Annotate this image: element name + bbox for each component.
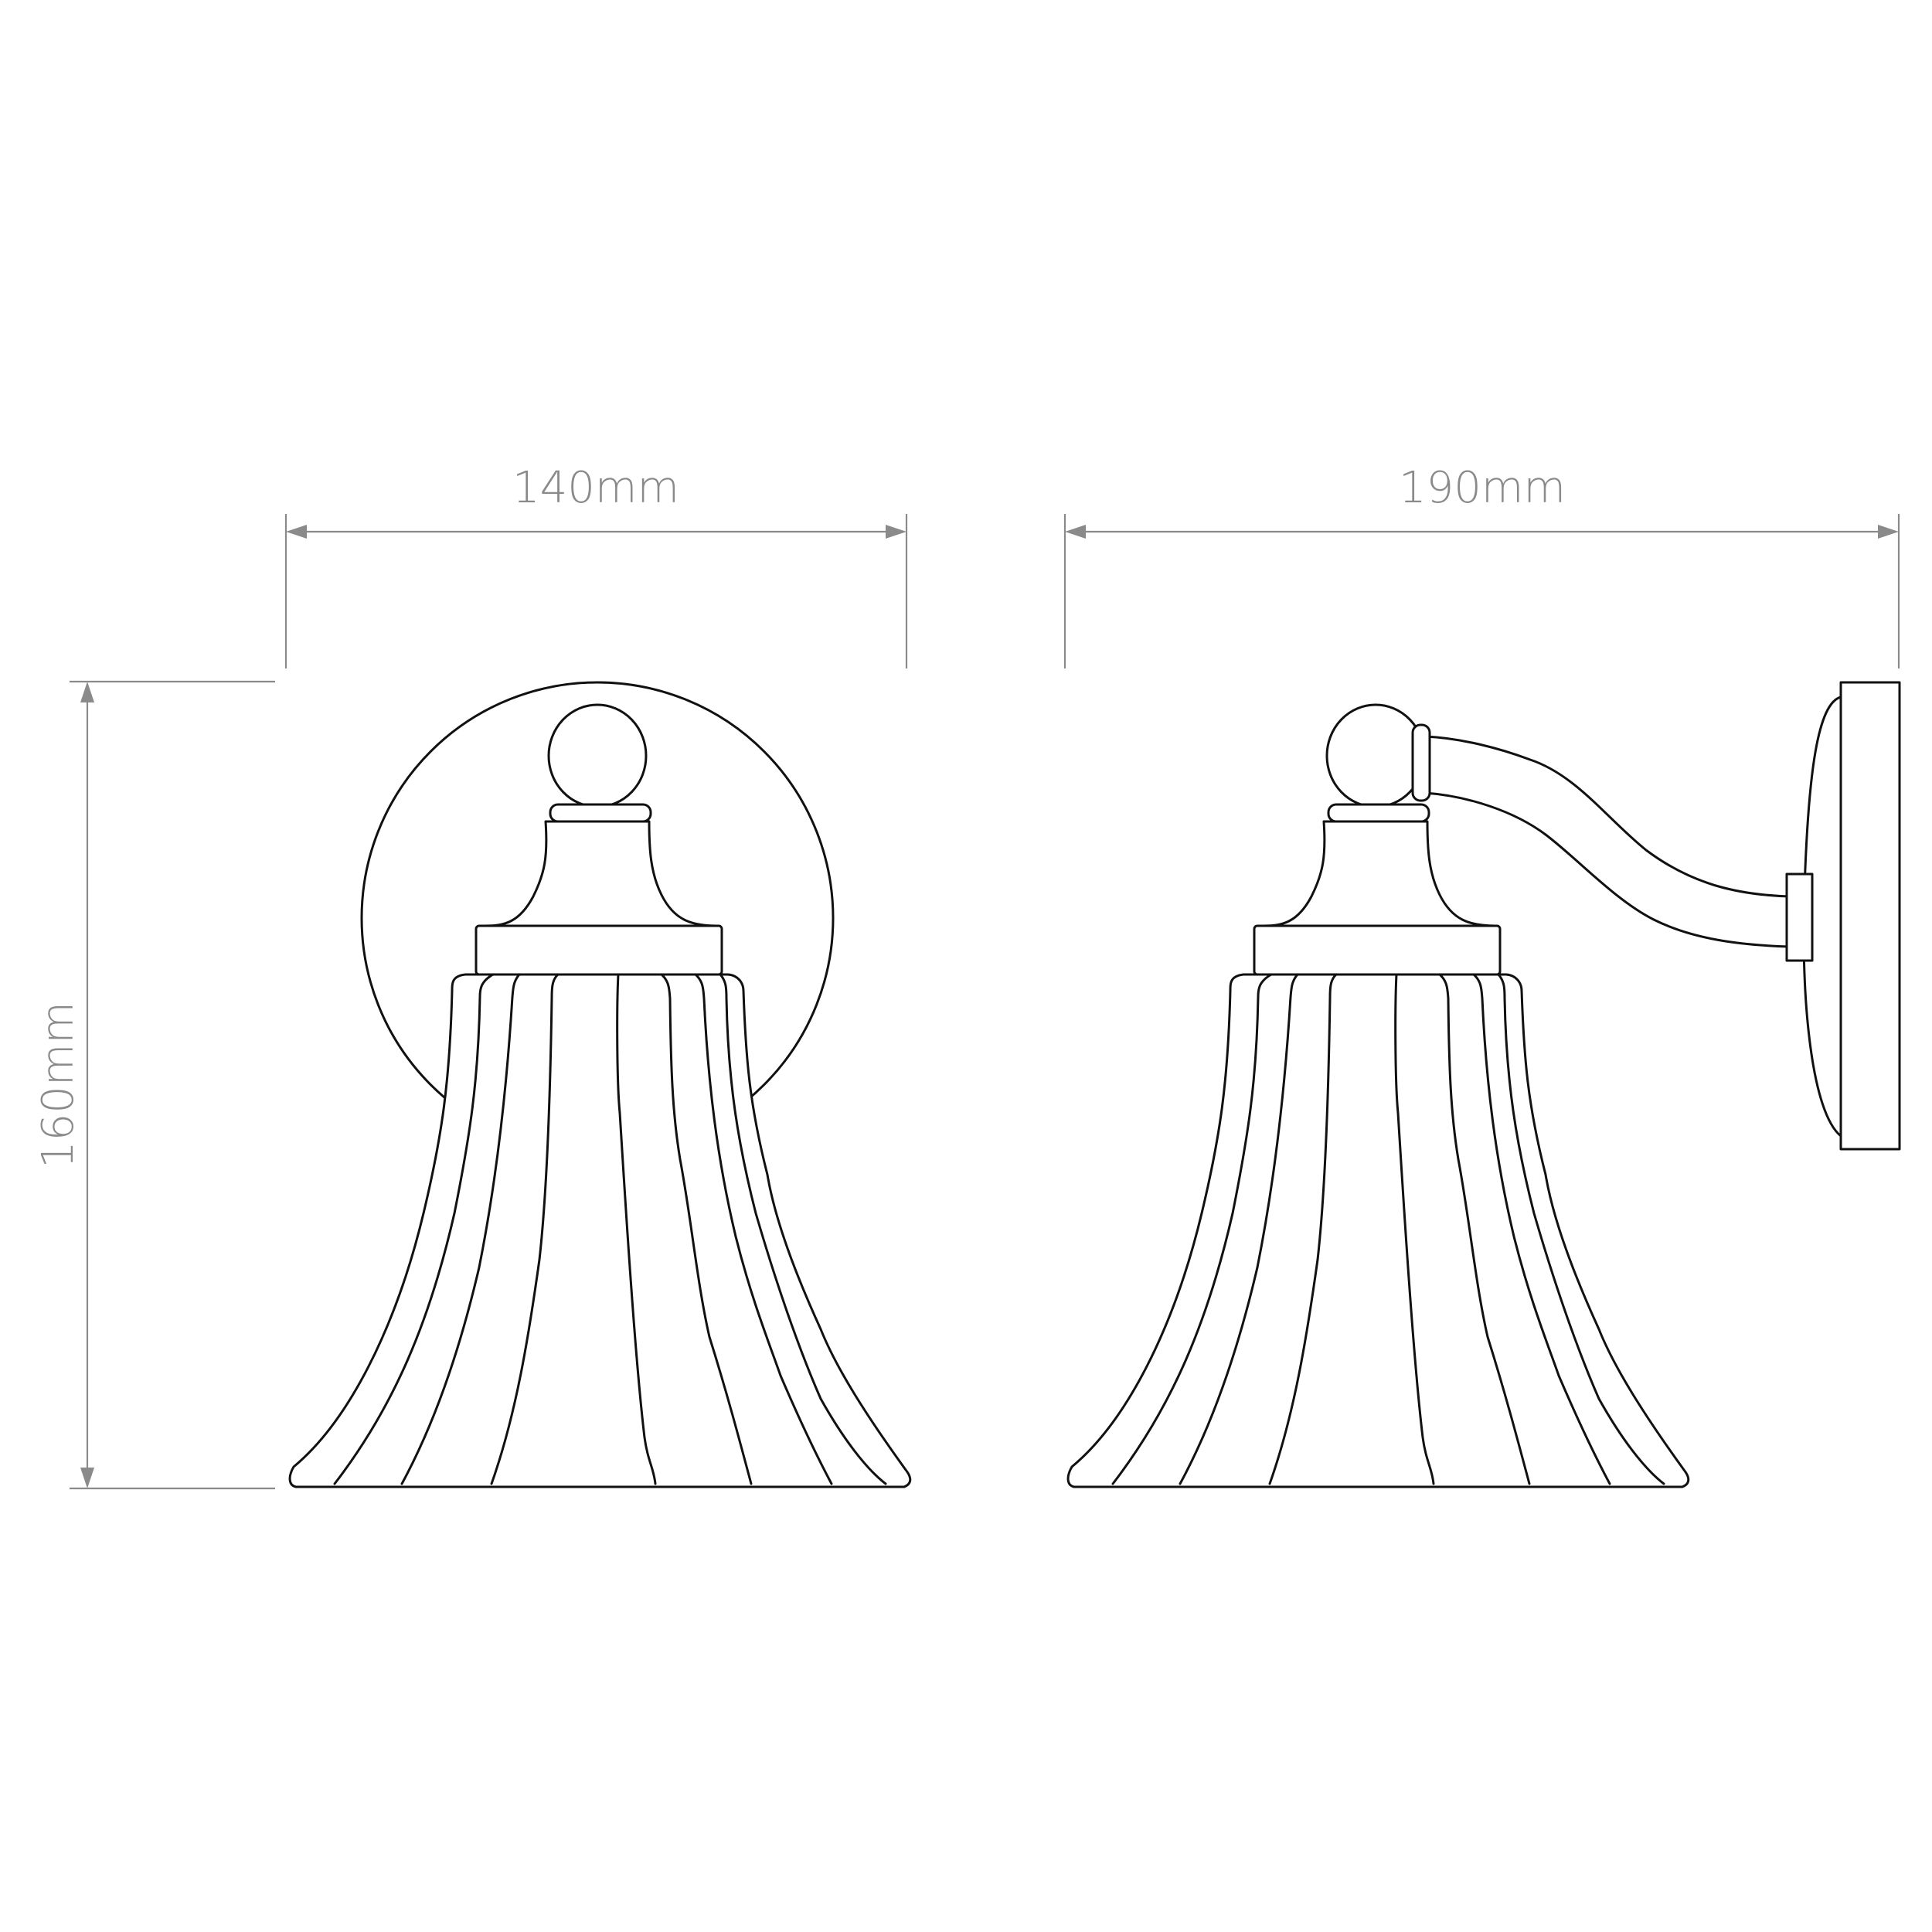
side-backplate <box>1839 681 1901 1151</box>
side-holder <box>1262 820 1497 927</box>
arrow-up-icon <box>80 682 94 702</box>
height-label: 160mm <box>33 1002 83 1168</box>
front-flute-line <box>660 973 753 1485</box>
front-width-dimension: 140mm <box>284 463 908 668</box>
front-flute-line <box>333 973 495 1485</box>
side-flute-line <box>1497 973 1665 1485</box>
side-arm <box>1423 735 1791 948</box>
arrow-right-icon <box>886 525 906 539</box>
side-shade-body <box>1066 973 1690 1488</box>
front-finial <box>547 703 648 808</box>
side-depth-label: 190mm <box>1399 463 1566 513</box>
side-depth-dimension: 190mm <box>1063 463 1900 668</box>
side-arm-mount <box>1785 872 1814 962</box>
height-dimension: 160mm <box>33 680 275 1490</box>
side-flute-line <box>1472 973 1611 1485</box>
front-flute-line <box>490 973 560 1485</box>
front-width-label: 140mm <box>512 463 679 513</box>
front-flute-line <box>400 973 521 1485</box>
side-flute-line <box>1179 973 1299 1485</box>
arrow-left-icon <box>1065 525 1086 539</box>
side-flute-line <box>1111 973 1273 1485</box>
front-flute-line <box>694 973 833 1485</box>
front-flute-line <box>719 973 887 1485</box>
side-view <box>1066 681 1901 1488</box>
arrow-down-icon <box>80 1468 94 1488</box>
side-finial <box>1325 703 1426 808</box>
side-flute-line <box>1438 973 1531 1485</box>
front-collar <box>549 803 652 823</box>
side-collar <box>1327 803 1430 823</box>
side-gallery-ring <box>1253 924 1502 976</box>
arrow-left-icon <box>286 525 307 539</box>
side-flute-line <box>1394 973 1435 1485</box>
side-arm-knuckle <box>1411 723 1431 802</box>
front-gallery-ring <box>474 924 723 976</box>
arrow-right-icon <box>1878 525 1899 539</box>
front-view <box>288 681 912 1488</box>
front-flute-line <box>616 973 657 1485</box>
side-flute-line <box>1268 973 1338 1485</box>
front-shade-body <box>288 973 912 1488</box>
front-glass-shade <box>288 973 912 1488</box>
side-glass-shade <box>1066 973 1690 1488</box>
